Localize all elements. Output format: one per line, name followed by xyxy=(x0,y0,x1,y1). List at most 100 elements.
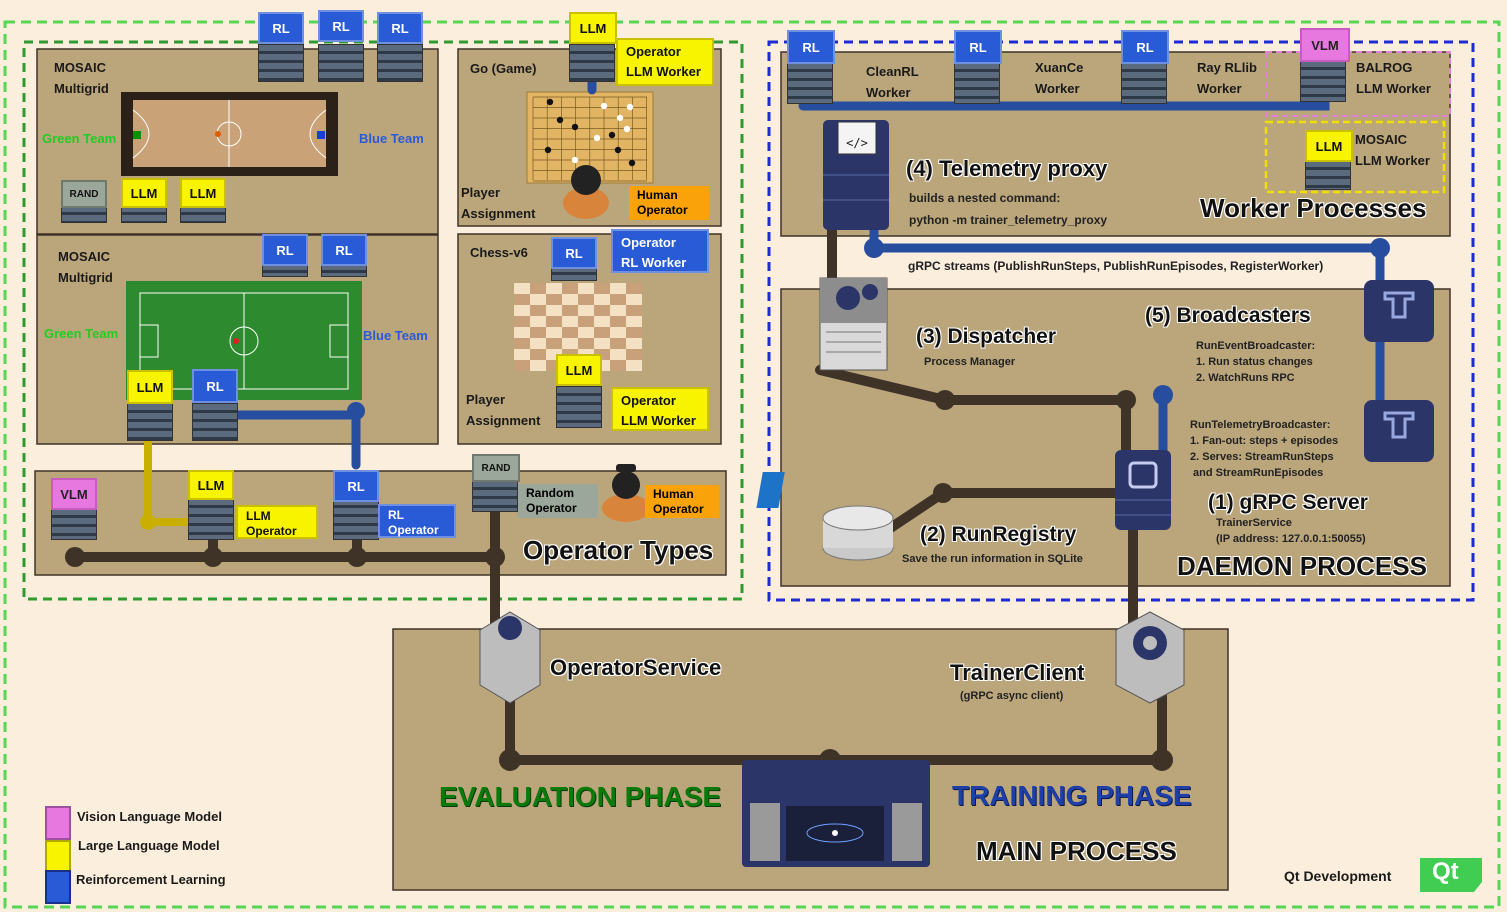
rack-balrog xyxy=(1300,60,1346,102)
rl-badge-cleanrl: RL xyxy=(787,30,835,64)
run-event-broadcaster: RunEventBroadcaster: xyxy=(1196,340,1316,352)
mosaic2-blue-team: Blue Team xyxy=(363,328,428,343)
run-telemetry-item-1: 1. Fan-out: steps + episodes xyxy=(1190,435,1339,447)
run-telemetry-item-3: and StreamRunEpisodes xyxy=(1193,467,1324,479)
rack-mosaic-llm xyxy=(1305,160,1351,190)
telemetry-proxy-title: (4) Telemetry proxy xyxy=(906,156,1108,181)
rand-badge-op: RAND xyxy=(472,454,520,482)
telemetry-sub-2: python -m trainer_telemetry_proxy xyxy=(909,213,1108,227)
evaluation-phase-label: EVALUATION PHASE xyxy=(439,781,722,812)
chess-title: Chess-v6 xyxy=(470,245,528,260)
grpc-server-sub-1: TrainerService xyxy=(1216,517,1292,529)
trainer-client-sub: (gRPC async client) xyxy=(960,690,1064,702)
rack-cleanrl xyxy=(787,62,833,104)
pipe-broadcast xyxy=(1158,335,1385,465)
balrog-dashed xyxy=(1265,51,1451,117)
main-process-monitor-icon xyxy=(742,760,930,867)
qt-logo-text: Qt xyxy=(1432,858,1459,885)
rl-badge-1: RL xyxy=(258,12,304,44)
legend-vlm-swatch xyxy=(45,806,71,840)
llm-badge-3: LLM xyxy=(127,370,173,404)
rack-xuance xyxy=(954,62,1000,104)
run-event-item-1: 1. Run status changes xyxy=(1196,356,1313,368)
operator-service-icon xyxy=(479,611,541,704)
mosaic1-green-team: Green Team xyxy=(42,131,117,146)
grpc-streams-label: gRPC streams (PublishRunSteps, PublishRu… xyxy=(908,259,1324,273)
rl-badge-xuance: RL xyxy=(954,30,1002,64)
dispatcher-sub: Process Manager xyxy=(924,356,1016,368)
dispatcher-title: (3) Dispatcher xyxy=(916,325,1057,348)
rack-rl-6 xyxy=(192,403,238,441)
rl-badge-3: RL xyxy=(377,12,423,44)
main-process-title: MAIN PROCESS xyxy=(976,836,1177,866)
legend-vlm-label: Vision Language Model xyxy=(77,809,222,824)
rack-op-rl xyxy=(333,498,379,540)
run-registry-sub: Save the run information in SQLite xyxy=(902,553,1083,565)
operator-types-title: Operator Types xyxy=(523,535,714,565)
legend-llm-label: Large Language Model xyxy=(78,838,220,853)
rl-badge-2: RL xyxy=(318,10,364,42)
rand-badge: RAND xyxy=(61,180,107,208)
mosaic1-blue-team: Blue Team xyxy=(359,131,424,146)
outer-green-border xyxy=(3,20,1501,909)
chess-board xyxy=(514,283,642,371)
legend-rl-label: Reinforcement Learning xyxy=(76,872,226,887)
rack-op-rand xyxy=(472,480,518,512)
client-green-border xyxy=(22,40,744,601)
rl-badge-ray: RL xyxy=(1121,30,1169,64)
rl-badge-4: RL xyxy=(262,234,308,266)
telemetry-proxy-server-icon: </> xyxy=(823,120,889,230)
operator-service-label: OperatorService xyxy=(550,655,722,680)
legend-llm-swatch xyxy=(45,840,71,874)
llm-badge-go: LLM xyxy=(569,12,617,44)
sqlite-database-icon xyxy=(756,472,894,561)
run-registry-title: (2) RunRegistry xyxy=(920,523,1077,546)
mosaic2-green-team: Green Team xyxy=(44,326,119,341)
daemon-process-title: DAEMON PROCESS xyxy=(1177,551,1427,581)
rack-llm-3 xyxy=(127,403,173,441)
grpc-server-icon xyxy=(1115,450,1171,530)
dispatcher-gear-icon xyxy=(819,277,888,371)
run-telemetry-broadcaster: RunTelemetryBroadcaster: xyxy=(1190,419,1331,431)
training-phase-label: TRAINING PHASE xyxy=(952,780,1192,811)
trainer-client-gear-icon xyxy=(1115,611,1185,704)
rl-badge-5: RL xyxy=(321,234,367,266)
rack-op-llm xyxy=(188,498,234,540)
rack-ray xyxy=(1121,62,1167,104)
rl-badge-6: RL xyxy=(192,369,238,403)
llm-badge-1: LLM xyxy=(121,178,167,208)
vlm-badge-balrog: VLM xyxy=(1300,28,1350,62)
qt-development-label: Qt Development xyxy=(1284,868,1392,884)
human-operator-go-icon xyxy=(563,165,609,219)
llm-badge-op: LLM xyxy=(188,470,234,500)
broadcasters-title: (5) Broadcasters xyxy=(1145,304,1311,327)
go-title: Go (Game) xyxy=(470,61,537,76)
broadcaster-telemetry-icon xyxy=(1364,400,1434,462)
rl-badge-chess: RL xyxy=(551,237,597,269)
basketball-board xyxy=(121,92,338,176)
vlm-badge-op: VLM xyxy=(51,478,97,510)
legend-rl-swatch xyxy=(45,870,71,904)
rack-rl-3 xyxy=(377,44,423,82)
rl-badge-op: RL xyxy=(333,470,379,502)
grpc-server-title: (1) gRPC Server xyxy=(1208,491,1368,514)
llm-badge-2: LLM xyxy=(180,178,226,208)
worker-processes-title: Worker Processes xyxy=(1200,193,1427,223)
rack-op-vlm xyxy=(51,508,97,540)
llm-badge-chess: LLM xyxy=(556,354,602,386)
